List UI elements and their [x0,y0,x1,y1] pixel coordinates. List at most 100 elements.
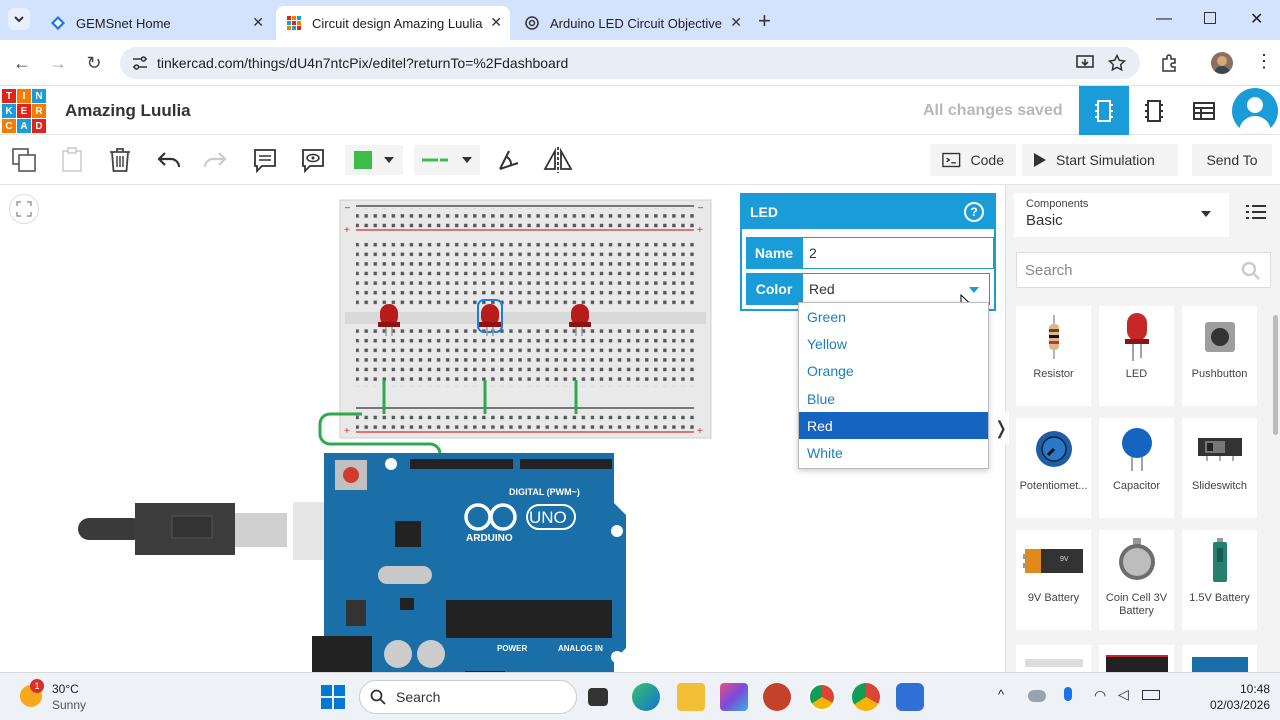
tinkercad-logo[interactable]: T I N K E R C A D [2,89,46,133]
rotate-button[interactable] [495,145,523,175]
edge-browser-icon[interactable] [632,683,660,711]
back-arrow-icon[interactable]: ← [13,52,31,73]
list-view-icon[interactable] [1246,205,1266,219]
circuit-view-button[interactable] [1079,86,1129,135]
chevron-down-icon [384,157,394,163]
component-9v-battery[interactable]: 9V 9V Battery [1016,530,1091,630]
close-tab-icon[interactable]: ✕ [252,14,264,30]
task-view-icon[interactable] [588,688,608,706]
fit-view-button[interactable] [9,194,39,224]
browser-menu-icon[interactable]: ⋮ [1255,51,1273,71]
component-slideswitch[interactable]: Slideswitch [1182,418,1257,518]
color-option-yellow[interactable]: Yellow [807,335,847,352]
component-breadboard-small[interactable] [1016,645,1091,672]
microphone-icon[interactable] [1064,687,1072,701]
color-select[interactable]: Red [802,273,990,305]
close-window-icon[interactable]: ✕ [1250,11,1264,28]
led-3[interactable] [569,304,591,336]
address-bar[interactable]: tinkercad.com/things/dU4n7ntcPix/editel?… [120,47,1140,79]
chrome-profile-icon[interactable] [852,683,880,711]
component-list-button[interactable] [1179,86,1229,135]
wire-type-button[interactable] [414,145,480,175]
delete-button[interactable] [106,145,134,175]
bookmark-star-icon[interactable] [1108,54,1126,72]
component-arduino[interactable] [1182,645,1257,672]
volume-icon[interactable]: ◁ [1118,686,1129,702]
schematic-view-button[interactable] [1129,86,1179,135]
notes-button[interactable] [251,145,279,175]
component-capacitor[interactable]: Capacitor [1099,418,1174,518]
user-avatar[interactable] [1232,88,1278,134]
color-picker-button[interactable] [345,145,403,175]
arduino-uno-board[interactable] [312,453,626,672]
color-option-white[interactable]: White [807,445,843,462]
help-icon[interactable]: ? [964,202,984,222]
search-icon [370,689,386,705]
led-1[interactable] [378,304,400,336]
forward-arrow-icon[interactable]: → [49,52,67,73]
component-micro-controller[interactable] [1099,645,1174,672]
meet-app-icon[interactable] [896,683,924,711]
component-resistor[interactable]: Resistor [1016,306,1091,406]
restore-icon[interactable] [1204,12,1216,24]
component-potentiometer[interactable]: Potentiomet... [1016,418,1091,518]
tab-arduino-objective[interactable]: Arduino LED Circuit Objective ✕ [514,6,750,40]
components-select[interactable]: Components Basic [1014,193,1229,237]
component-led[interactable]: LED [1099,306,1174,406]
reload-icon[interactable]: ↻ [86,52,102,73]
trash-icon [110,148,130,172]
system-clock[interactable]: 10:48 02/03/2026 [1200,681,1270,713]
wifi-icon[interactable]: ◠ [1094,687,1107,703]
avatar[interactable] [1211,52,1233,74]
component-pushbutton[interactable]: Pushbutton [1182,306,1257,406]
battery-icon[interactable] [1142,690,1160,700]
tab-search-button[interactable] [8,8,30,30]
color-option-blue[interactable]: Blue [807,390,836,407]
close-tab-icon[interactable]: ✕ [490,14,502,30]
new-tab-button[interactable]: + [758,8,771,33]
redo-button[interactable] [201,145,229,175]
file-explorer-icon[interactable] [677,683,705,711]
color-option-red[interactable]: Red [799,412,988,440]
toggle-notes-button[interactable] [299,145,327,175]
components-search-input[interactable]: Search [1016,252,1271,288]
breadboard[interactable]: – + – + + + [339,199,712,439]
components-panel: Components Basic Search Resistor LED Pus… [1005,185,1280,672]
panel-scrollbar[interactable] [1271,303,1279,663]
name-field[interactable]: 2 [802,237,994,269]
site-settings-icon[interactable] [132,56,148,70]
extensions-icon[interactable] [1160,54,1178,72]
powerpoint-icon[interactable] [763,683,791,711]
code-button[interactable]: Code [930,144,1016,176]
show-hidden-icons[interactable]: ^ [998,687,1005,702]
project-title[interactable]: Amazing Luulia [65,101,191,120]
weather-widget[interactable]: 30°C Sunny [52,681,86,713]
wires[interactable] [318,380,578,464]
microsoft365-icon[interactable] [720,683,748,711]
led-2-selected[interactable] [477,299,503,336]
tab-circuit-design[interactable]: Circuit design Amazing Luulia ✕ [276,6,510,40]
color-option-orange[interactable]: Orange [807,363,854,380]
close-tab-icon[interactable]: ✕ [730,14,742,30]
install-app-icon[interactable] [1076,55,1094,71]
onedrive-icon[interactable] [1028,690,1046,702]
paste-button[interactable] [58,145,86,175]
taskbar-search-box[interactable]: Search [359,680,577,714]
collapse-panel-button[interactable]: ❭ [993,412,1009,444]
undo-button[interactable] [155,145,183,175]
component-1-5v-battery[interactable]: 1.5V Battery [1182,530,1257,630]
copy-button[interactable] [10,145,38,175]
chrome-icon[interactable] [808,683,836,711]
logo-letter: D [32,119,46,133]
tab-gemsnet[interactable]: GEMSnet Home ✕ [40,6,272,40]
color-option-green[interactable]: Green [807,308,846,325]
circuit-drawing[interactable]: – + – + + + [0,185,740,672]
flip-button[interactable] [543,145,573,175]
send-to-button[interactable]: Send To [1192,144,1272,176]
component-coin-cell-battery[interactable]: Coin Cell 3V Battery [1099,530,1174,630]
minimize-icon[interactable]: — [1156,10,1172,27]
editor-toolbar: Code Start Simulation Send To [0,135,1280,185]
start-simulation-button[interactable]: Start Simulation [1022,144,1178,176]
color-dropdown-list[interactable]: Green Yellow Orange Blue Red White [798,302,989,469]
start-button[interactable] [321,685,345,709]
